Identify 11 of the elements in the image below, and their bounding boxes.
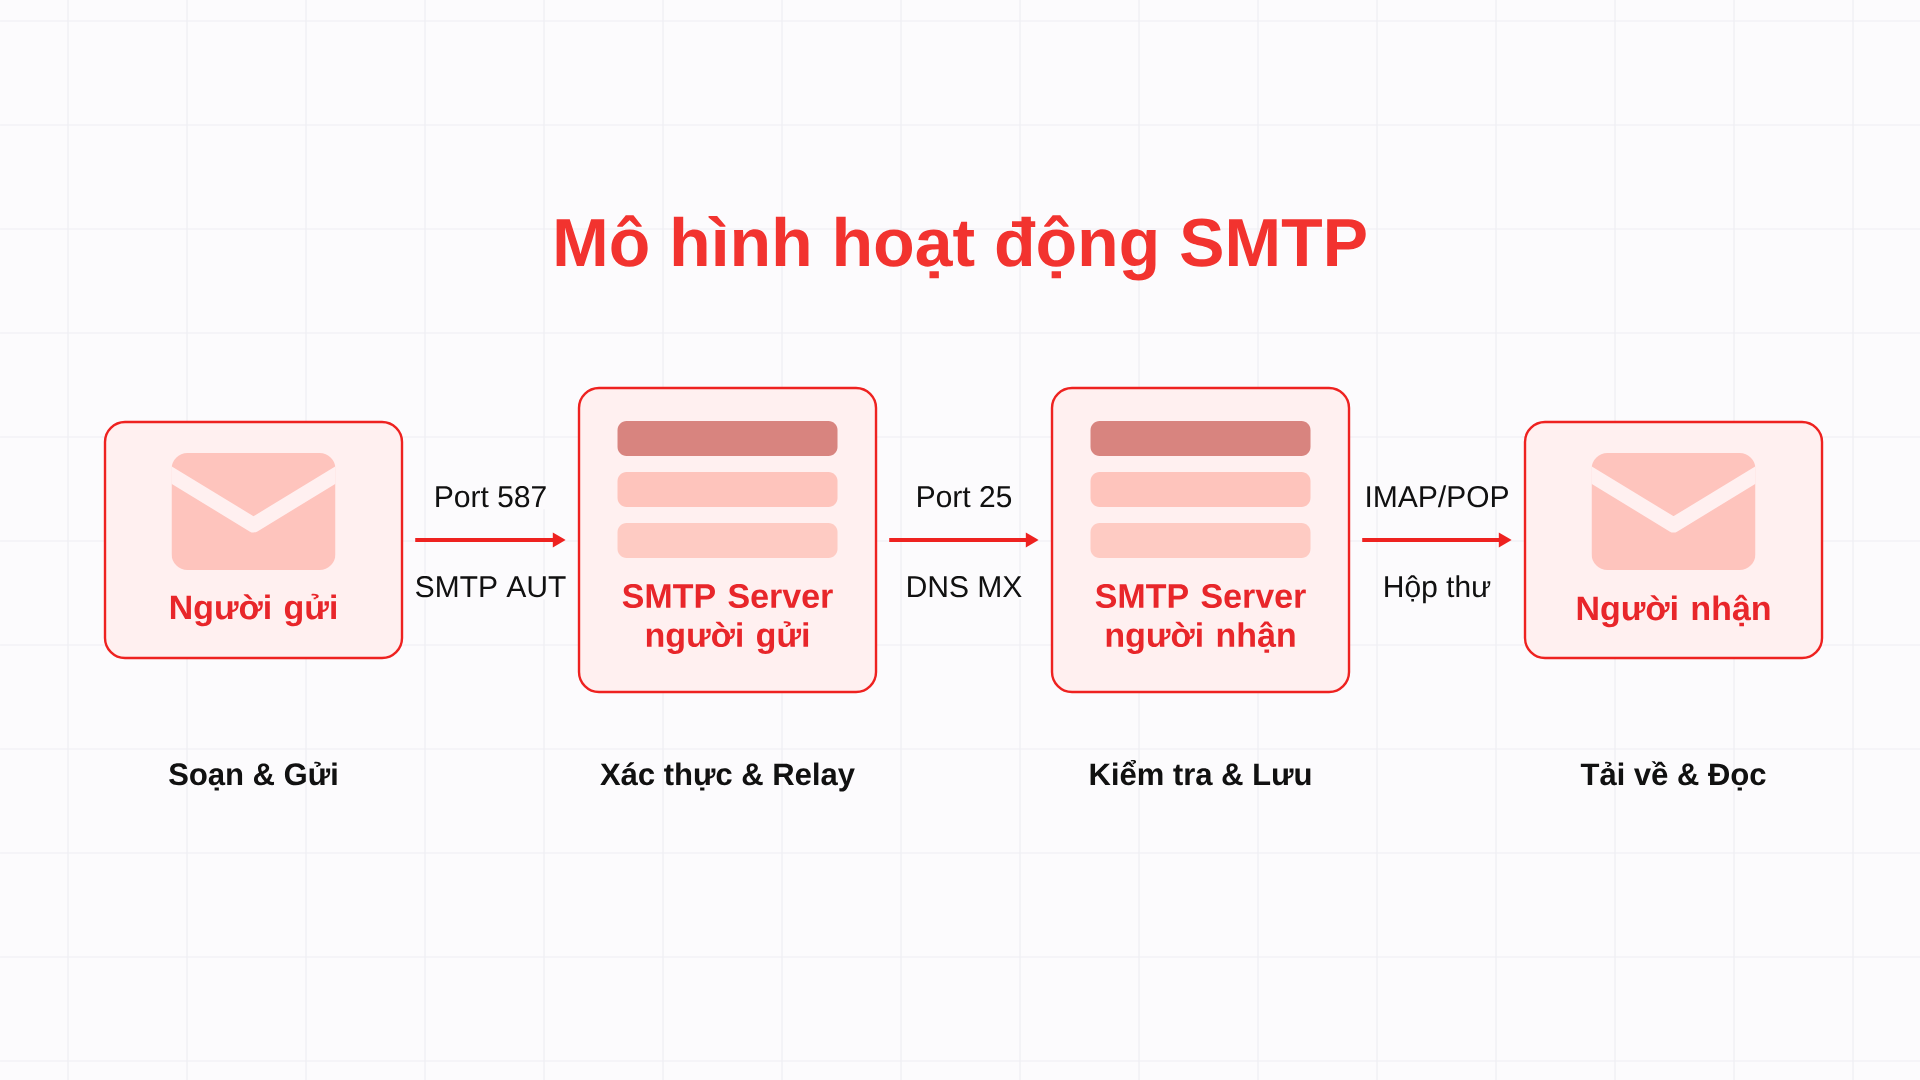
step-caption: Xác thực & Relay bbox=[600, 762, 855, 792]
step-caption: Tải về & Đọc bbox=[1580, 761, 1766, 791]
step-caption: Soạn & Gửi bbox=[169, 761, 337, 791]
protocol-label: DNS MX bbox=[903, 574, 1025, 600]
protocol-label: Hộp thư bbox=[1380, 573, 1494, 606]
title: Mô hình hoạt động SMTP bbox=[556, 215, 1366, 281]
step-caption: Kiểm tra & Lưu bbox=[1090, 760, 1311, 786]
edge-label: Port 25 bbox=[913, 484, 1015, 510]
edge-label: IMAP/POP bbox=[1362, 483, 1512, 510]
edge-label: Port 587 bbox=[431, 484, 550, 510]
protocol-label: SMTP AUT bbox=[412, 574, 569, 600]
